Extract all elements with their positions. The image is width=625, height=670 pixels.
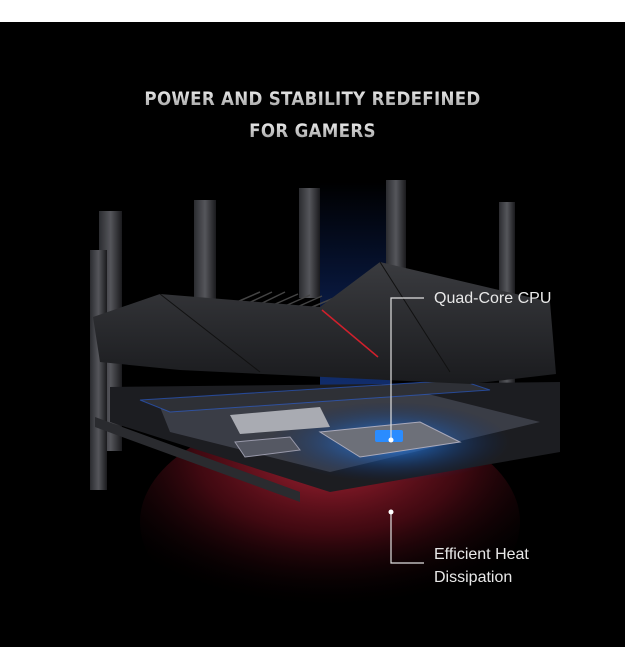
product-hero-banner: POWER AND STABILITY REDEFINED FOR GAMERS… xyxy=(0,22,625,647)
callout-line-heat xyxy=(390,512,424,564)
headline-line-2: FOR GAMERS xyxy=(38,120,588,142)
callout-heat-label-line-1: Efficient Heat xyxy=(434,546,529,563)
callout-heat-label-line-2: Dissipation xyxy=(434,569,513,586)
router-cover xyxy=(93,262,556,384)
heat-spreader xyxy=(139,379,491,413)
callout-dot xyxy=(388,509,394,515)
callout-cpu-label: Quad-Core CPU xyxy=(434,290,552,307)
headline-line-1: POWER AND STABILITY REDEFINED xyxy=(38,88,588,110)
router-base xyxy=(95,417,300,502)
router-illustration xyxy=(90,180,560,632)
callout-line-cpu xyxy=(390,297,424,440)
